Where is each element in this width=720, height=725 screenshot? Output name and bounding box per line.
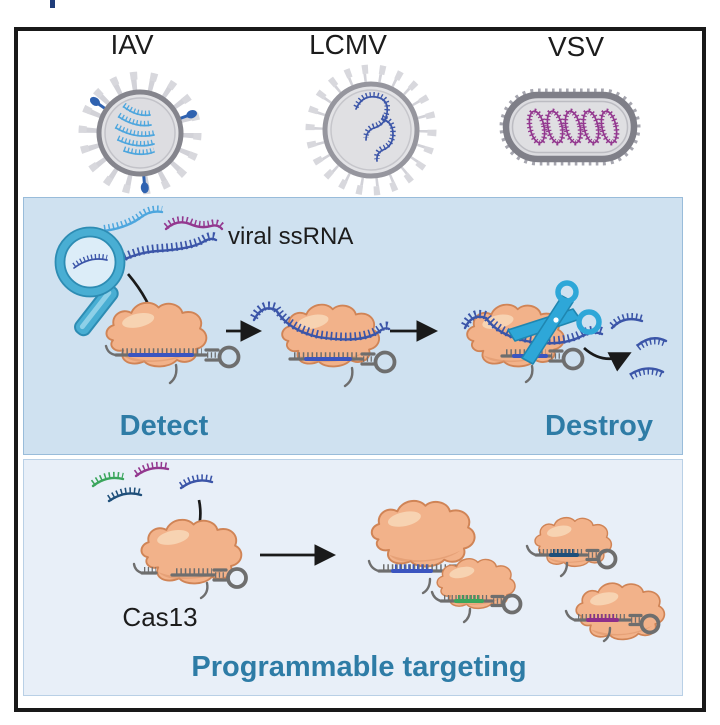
crrna-navy-spacer [525,544,618,578]
guide-rna-purple [133,461,170,478]
programmable-targeting-caption: Programmable targeting [191,651,527,683]
lcmv-rna-segments [353,92,396,162]
free-viral-rna-lightblue [102,205,164,233]
magnified-rna [72,253,108,269]
virus-label-vsv: VSV [547,31,605,62]
crrna-1 [104,344,241,385]
crrna-apo [132,562,248,600]
vsv-rna-coil [526,108,620,146]
fragments-arrow [583,346,632,372]
bound-target-rna-2 [250,301,391,342]
crrna-purple-spacer [564,609,661,643]
rna-fragment-3 [629,367,665,380]
free-viral-rna-blue [101,232,219,274]
programmable-targeting-panel: Cas13 Programmable targeting [23,459,683,696]
detect-label: Detect [119,410,209,442]
vsv-virion-illustration [499,88,641,166]
lcmv-virion-illustration [305,64,437,196]
magnifier-icon [54,226,126,337]
detect-destroy-panel: viral ssRNA Detect Destroy [23,197,683,455]
virus-label-iav: IAV [110,29,154,60]
programmable-targeting-diagram [90,461,666,643]
guide-rna-green [90,471,125,488]
rna-fragment-2 [635,337,668,351]
free-viral-rna-purple [163,216,225,231]
viral-ssrna-label: viral ssRNA [228,223,354,250]
cropped-heading-mark [50,0,55,8]
destroy-label: Destroy [545,410,653,442]
iav-rna-segments [114,102,155,156]
scissors-icon [507,280,602,365]
iav-virion-illustration [78,71,202,195]
guide-rna-blue [178,474,214,490]
crrna-green-spacer [430,590,523,624]
detect-destroy-diagram [54,205,668,388]
crrna-2 [288,350,397,388]
virus-label-lcmv: LCMV [309,29,387,60]
guide-rna-navy [107,487,143,503]
cas13-label: Cas13 [122,602,198,632]
cas13-blue-spacer-protein [370,499,476,568]
rna-fragment-1 [609,313,644,330]
